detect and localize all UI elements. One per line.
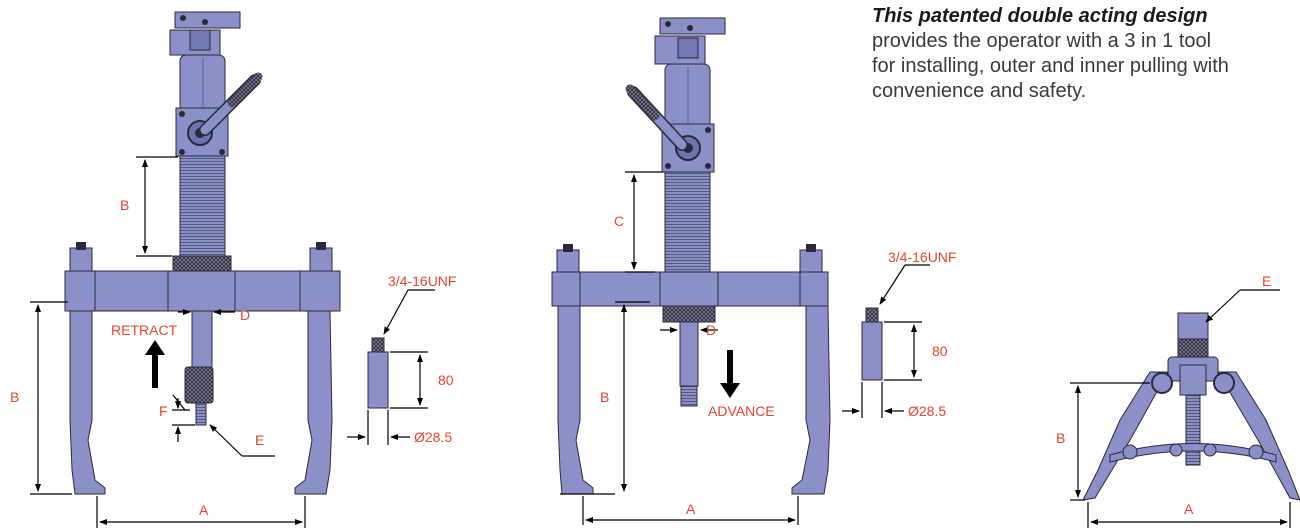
middle-puller <box>551 17 831 495</box>
middle-dim-b: B <box>600 389 609 405</box>
left-spindle <box>191 310 213 372</box>
right-crossbar <box>1109 443 1277 463</box>
left-dim-d: D <box>240 307 250 323</box>
middle-dimensions <box>560 171 799 525</box>
left-crossbar <box>64 270 341 312</box>
middle-spindle <box>679 321 699 387</box>
middle-threaded-body <box>664 171 711 273</box>
left-dim-b-upper: B <box>120 197 129 213</box>
middle-dim-c: C <box>614 213 624 229</box>
middle-diameter-label: Ø28.5 <box>908 403 946 419</box>
description-text: This patented double acting design provi… <box>872 4 1300 104</box>
middle-handle-bar <box>659 17 726 35</box>
middle-advance-label: ADVANCE <box>708 403 775 419</box>
middle-adapter <box>842 264 930 418</box>
left-retract-arrow <box>145 340 165 388</box>
right-dimensions <box>1070 289 1291 528</box>
left-adapter <box>347 289 435 445</box>
middle-jaw-right <box>791 305 831 495</box>
left-dim-e: E <box>255 432 264 448</box>
left-length-label: 80 <box>438 372 454 388</box>
left-diameter-label: Ø28.5 <box>414 429 452 445</box>
right-arm-right <box>1217 371 1300 501</box>
right-spindle <box>1185 394 1201 466</box>
middle-advance-arrow <box>720 350 740 398</box>
middle-dim-a: A <box>686 501 696 517</box>
description-line: convenience and safety. <box>872 80 1087 102</box>
description-line: for installing, outer and inner pulling … <box>872 55 1229 77</box>
right-puller <box>1082 312 1300 501</box>
left-dim-f: F <box>159 403 168 419</box>
left-retract-label: RETRACT <box>111 322 178 338</box>
right-dim-b: B <box>1056 430 1065 446</box>
left-thread-label: 3/4-16UNF <box>388 273 456 289</box>
left-handle-bar <box>174 11 241 29</box>
left-jaw-right <box>294 310 333 495</box>
middle-thread-label: 3/4-16UNF <box>888 249 956 265</box>
left-puller <box>64 11 341 495</box>
left-dimensions <box>30 156 306 528</box>
left-dim-b-lower: B <box>10 389 19 405</box>
description-headline: This patented double acting design <box>872 5 1208 27</box>
right-dim-e: E <box>1262 273 1271 289</box>
left-jaw-left <box>69 310 106 495</box>
middle-length-label: 80 <box>932 343 948 359</box>
middle-crossbar <box>551 271 829 307</box>
right-dim-a: A <box>1184 501 1194 517</box>
middle-jaw-left <box>557 305 594 495</box>
middle-dim-d: D <box>706 322 716 338</box>
left-threaded-body <box>179 155 226 257</box>
left-dim-a: A <box>199 502 209 518</box>
description-line: provides the operator with a 3 in 1 tool <box>872 30 1212 52</box>
